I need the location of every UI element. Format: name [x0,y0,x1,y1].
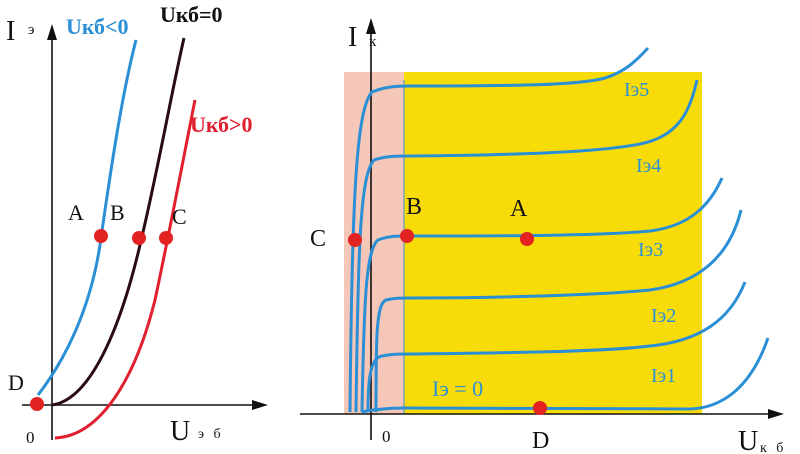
left-y-axis-arrow [47,24,57,40]
left-y-axis-label: I [6,16,15,47]
curve-ukb-positive [54,99,197,440]
left-point-d-marker [30,397,44,411]
left-origin-label: 0 [26,428,35,447]
right-point-d-marker [533,401,547,415]
curve-ie4 [354,79,699,413]
label-ie1: Iэ1 [651,365,676,387]
left-y-axis-subscript: э [28,22,34,38]
curve-ie3 [360,177,724,413]
left-x-axis-arrow [252,400,268,410]
left-x-axis-label: U [170,416,190,447]
left-x-axis-subscript: э б [198,427,224,442]
right-y-axis-subscript: к [369,34,377,50]
left-label-a: A [68,200,84,225]
left-point-c-marker [159,231,173,245]
right-x-axis-label: U [738,426,758,454]
right-point-a-marker [520,232,534,246]
label-ie4: Iэ4 [636,155,661,177]
output-characteristics-panel: I к U к б 0 C B A D Iэ5 Iэ4 Iэ3 Iэ2 Iэ1 … [300,18,786,454]
left-label-b: B [110,200,125,225]
curve-ie1 [366,281,747,413]
label-ie5: Iэ5 [624,79,649,101]
right-label-a: A [510,196,528,222]
active-region [404,72,702,414]
curve-ukb-negative [36,39,138,396]
right-x-axis-subscript: к б [760,441,786,454]
left-point-b-marker [94,229,108,243]
left-label-c: C [172,204,187,229]
right-label-c: C [310,226,326,252]
label-ie0: Iэ = 0 [432,376,483,401]
right-y-axis-label: I [348,22,357,53]
right-label-b: B [406,194,422,220]
label-ukb-zero: Uкб=0 [160,2,223,27]
label-ie3: Iэ3 [638,239,663,261]
curve-ie2 [374,209,743,413]
right-point-b-marker [400,229,414,243]
label-ie2: Iэ2 [651,305,676,327]
right-label-d: D [532,428,549,454]
curve-ukb-zero [51,37,186,407]
right-point-c-marker [348,233,362,247]
label-ukb-negative: Uкб<0 [66,14,129,39]
left-point-black-marker [132,231,146,245]
input-characteristics-panel: I э U э б 0 Uкб<0 Uкб=0 Uкб>0 A B C D [6,2,268,447]
right-y-axis-arrow [366,18,376,34]
left-label-d: D [8,370,24,395]
right-origin-label: 0 [382,427,391,446]
right-x-axis-arrow [768,409,784,419]
label-ukb-positive: Uкб>0 [190,112,253,137]
curve-ie5 [348,46,650,413]
